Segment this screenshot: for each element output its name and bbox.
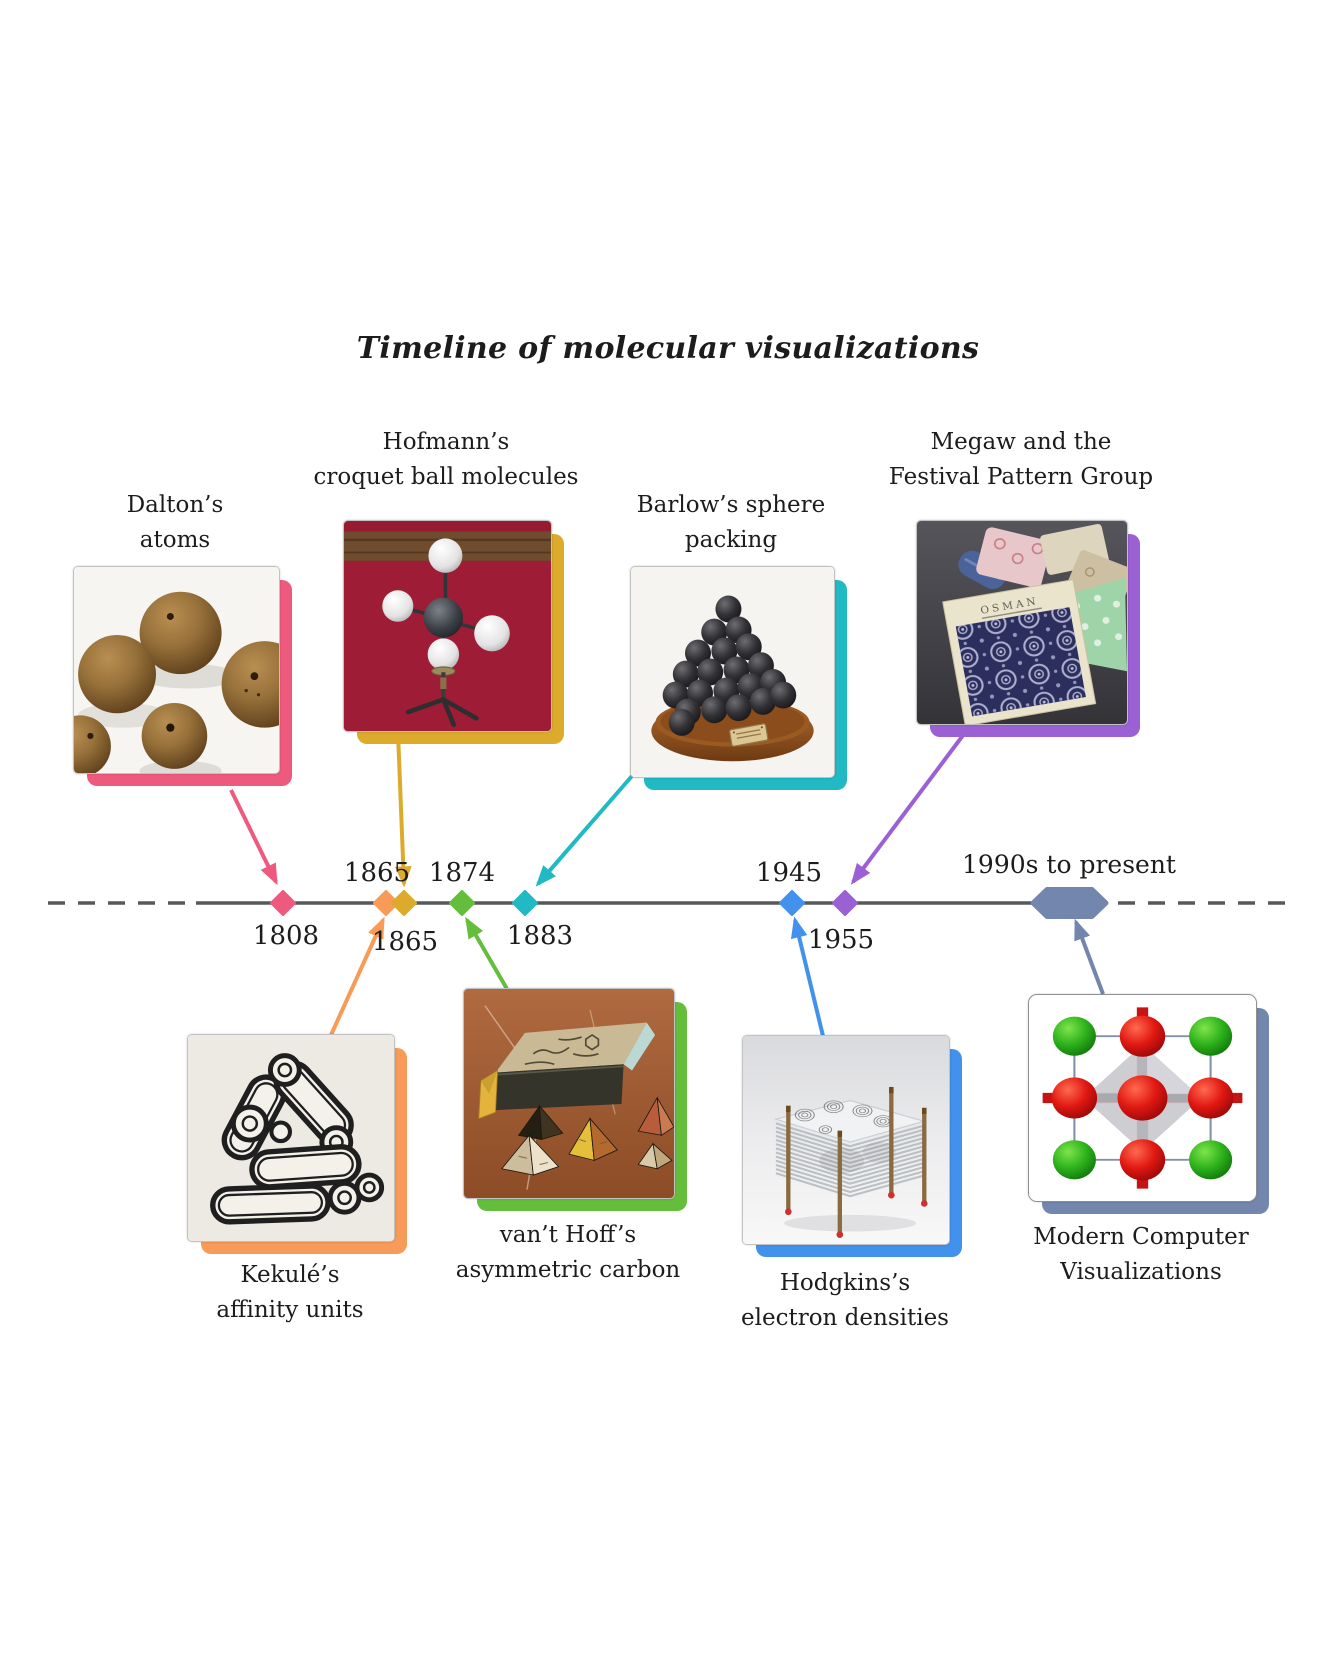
- marker-hexagon-1990s-present: [1030, 887, 1109, 919]
- stacked-contour-sheets-model-photo: [743, 1036, 949, 1244]
- card-title-modern: Modern Computer Visualizations: [1033, 1224, 1249, 1285]
- card-title-megaw: Megaw and the Festival Pattern Group: [888, 429, 1154, 490]
- croquet-ball-molecule-model-photo: [344, 521, 551, 731]
- arrow-vanthoff-1874: [465, 916, 509, 991]
- marker-diamond-1808: [270, 890, 296, 916]
- year-label-1955: 1955: [807, 925, 875, 955]
- arrow-hofmann-1865: [394, 732, 412, 888]
- page-title: Timeline of molecular visualizations: [356, 331, 980, 366]
- year-label-1865-above: 1865: [343, 858, 411, 888]
- marker-diamond-1874: [449, 890, 475, 916]
- card-title-hodgkin: Hodgkins’s electron densities: [741, 1270, 949, 1331]
- marker-diamond-1883: [512, 890, 538, 916]
- arrow-hodgkin-1945: [790, 916, 825, 1037]
- festival-pattern-fabric-swatches-photo: OSMAN: [917, 521, 1127, 724]
- card-title-barlow: Barlow’s sphere packing: [636, 492, 826, 553]
- year-label-1865-below: 1865: [371, 927, 439, 957]
- affinity-units-engraving: [188, 1035, 394, 1241]
- arrow-modern-1990s: [1074, 918, 1105, 995]
- card-title-dalton: Dalton’s atoms: [126, 492, 224, 553]
- year-label-1874: 1874: [428, 858, 496, 888]
- marker-diamond-1865-kekule: [373, 890, 399, 916]
- arrow-kekule-1865: [329, 916, 385, 1036]
- arrow-dalton-1808: [229, 789, 278, 886]
- marker-diamond-1945: [779, 890, 805, 916]
- year-label-1808: 1808: [252, 921, 320, 951]
- cardboard-tetrahedra-models-photo: [464, 989, 674, 1198]
- card-title-kekule: Kekulé’s affinity units: [216, 1262, 364, 1323]
- crystal-structure-render: [1029, 995, 1256, 1201]
- marker-diamond-1865-hofmann: [391, 890, 417, 916]
- marker-diamond-1955: [832, 890, 858, 916]
- wooden-atom-balls-photo: [74, 567, 279, 773]
- year-label-1883: 1883: [506, 921, 574, 951]
- black-sphere-packing-model-photo: [631, 567, 834, 777]
- year-label-1990s-to-present: 1990s to present: [962, 850, 1176, 879]
- card-title-vanthoff: van’t Hoff’s asymmetric carbon: [455, 1222, 681, 1283]
- arrow-megaw-1955: [850, 720, 975, 885]
- year-label-1945: 1945: [755, 858, 823, 888]
- card-title-hofmann: Hofmann’s croquet ball molecules: [313, 429, 579, 490]
